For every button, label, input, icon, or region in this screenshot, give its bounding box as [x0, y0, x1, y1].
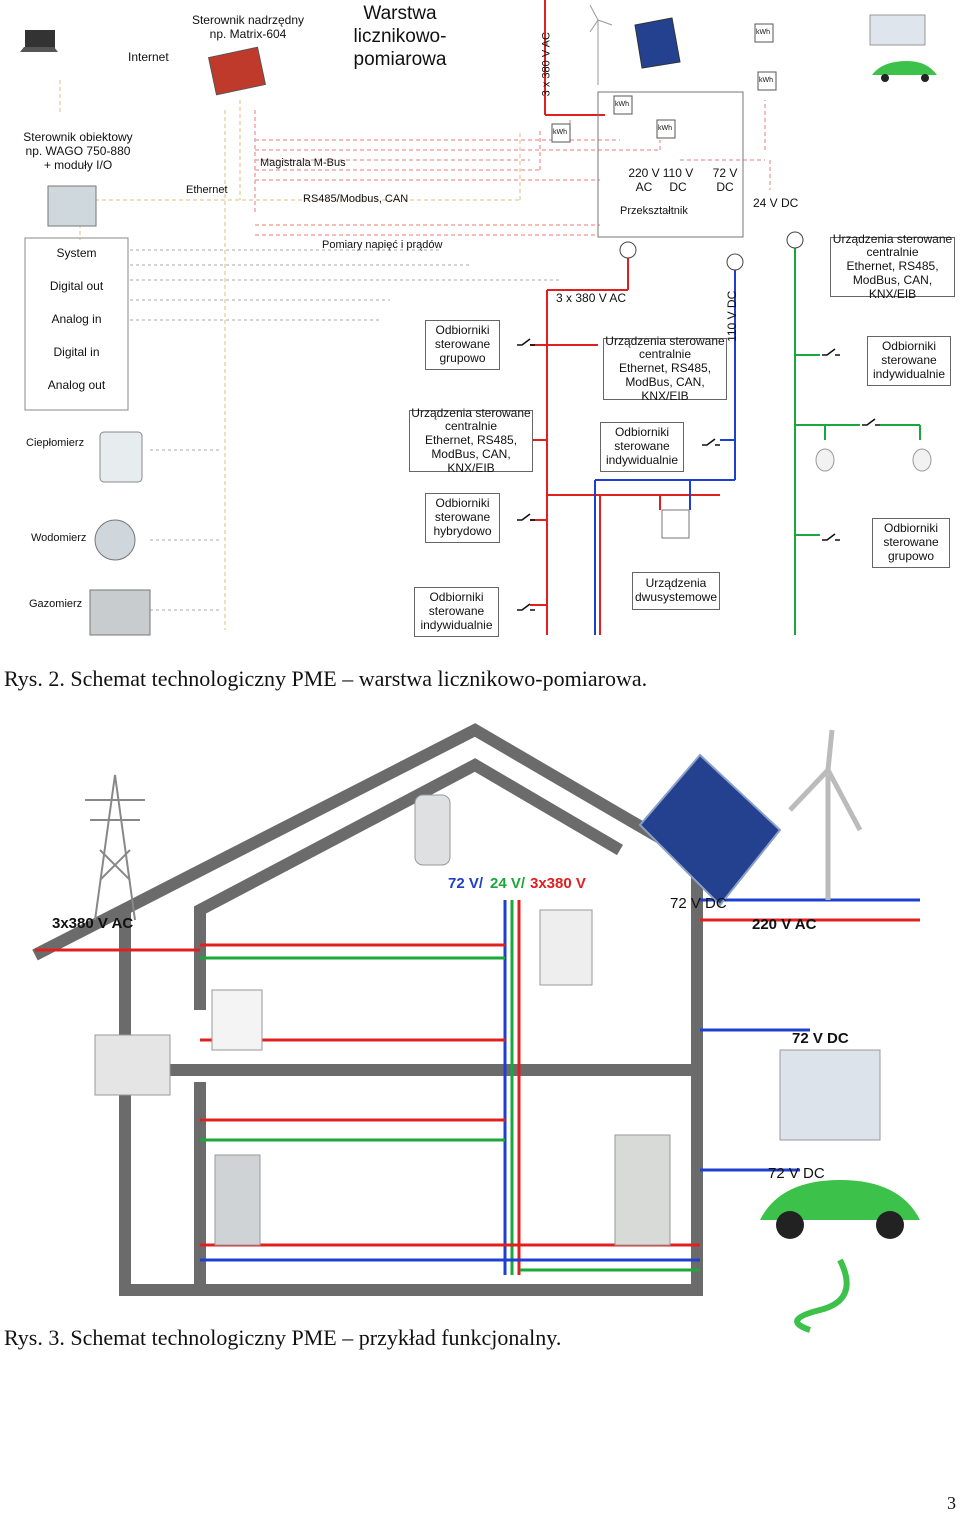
power-lines-blue [594, 270, 736, 635]
io-module-list: System Digital out Analog in Digital in … [25, 238, 128, 410]
electrical-cabinet-icon [614, 1134, 671, 1246]
solar-panel-large-icon [638, 753, 782, 907]
io-digital-out: Digital out [49, 279, 104, 293]
bus-24-label: 24 V/ [490, 875, 526, 892]
mbus-label: Magistrala M-Bus [260, 157, 346, 169]
gas-meter-label: Gazomierz [29, 598, 83, 610]
car-icon [872, 61, 937, 82]
internet-label: Internet [128, 50, 169, 64]
io-analog-out: Analog out [47, 378, 106, 392]
fridge-icon [214, 1154, 261, 1246]
io-analog-in: Analog in [51, 312, 102, 326]
v220-label: 220 V AC [628, 166, 660, 194]
v72-label: 72 V DC [712, 166, 738, 194]
battery-voltage-label: 72 V DC [792, 1030, 849, 1047]
bulb-icons [815, 448, 932, 472]
bus-380-label: 3x380 V [530, 875, 586, 892]
controller-icon [208, 46, 266, 96]
comm-lines-beige [59, 80, 521, 630]
heat-meter-label: Ciepłomierz [26, 437, 85, 449]
power-pylon-icon [85, 774, 145, 921]
house-illustration [32, 723, 920, 1333]
water-meter-label: Wodomierz [31, 532, 87, 544]
v110-label: 110 V DC [662, 166, 694, 194]
io-module-frame [24, 237, 129, 411]
v24-label: 24 V DC [753, 196, 799, 210]
battery-icon [869, 14, 926, 46]
individual-loads-mid-box: Odbiorniki sterowane indywidualnie [600, 422, 684, 472]
v110-vertical-label: 110 V DC [725, 290, 740, 342]
kwh-label-4: kWh [756, 29, 770, 36]
kwh-label-2: kWh [615, 101, 629, 108]
solar-voltage-label: 72 V DC [670, 895, 727, 912]
group-loads-box-1: Odbiorniki sterowane grupowo [425, 320, 500, 370]
ac-outdoor-unit-icon [94, 1034, 171, 1096]
laptop-icon [20, 30, 58, 52]
converter-box [597, 91, 744, 238]
hybrid-loads-box: Odbiorniki sterowane hybrydowo [425, 493, 500, 543]
master-controller-label: Sterownik nadrzędny np. Matrix-604 [191, 13, 305, 41]
kwh-label-5: kWh [759, 77, 773, 84]
measure-points [619, 231, 804, 271]
figure-3-caption: Rys. 3. Schemat technologiczny PME – prz… [4, 1325, 562, 1350]
dual-system-box: Urządzenia dwusystemowe [632, 572, 720, 610]
group-loads-box-2: Odbiorniki sterowane grupowo [872, 518, 950, 568]
io-system: System [56, 246, 97, 260]
central-devices-left-box: Urządzenia sterowane centralnie Ethernet… [409, 406, 533, 475]
gas-heater-icon [539, 909, 593, 986]
wago-module-icon [47, 185, 97, 227]
grid-voltage-label: 3x380 V AC [52, 915, 134, 932]
fig2-wiring [20, 0, 937, 636]
wind-voltage-label: 220 V AC [752, 916, 817, 933]
central-devices-mid-box: Urządzenia sterowane centralnie Ethernet… [603, 334, 727, 403]
wind-turbine-icon [589, 4, 613, 85]
page-number: 3 [947, 1493, 956, 1513]
house-walls [32, 723, 719, 1296]
io-digital-in: Digital in [53, 345, 100, 359]
vertical-380-label: 3 x 380 V AC [540, 32, 553, 97]
measurements-label: Pomiary napięć i prądów [322, 239, 443, 251]
converter-label: Przekształtnik [620, 205, 688, 217]
house-bus-lines [35, 898, 920, 1275]
figure-2-caption: Rys. 2. Schemat technologiczny PME – war… [4, 666, 648, 691]
switch-symbols [517, 338, 880, 611]
wind-turbine-large-icon [788, 729, 863, 900]
individual-loads-right-box: Odbiorniki sterowane indywidualnie [867, 336, 951, 386]
solar-panel-icon [634, 17, 681, 69]
layer-title: Warstwa licznikowo- pomiarowa [353, 3, 447, 70]
car-voltage-label: 72 V DC [768, 1165, 825, 1182]
kwh-label-1: kWh [553, 129, 567, 136]
rs485-label: RS485/Modbus, CAN [303, 193, 409, 205]
three-phase-mid-label: 3 x 380 V AC [556, 291, 627, 305]
gas-meter-icon [89, 589, 151, 636]
object-controller-label: Sterownik obiektowy np. WAGO 750-880 + m… [23, 130, 133, 172]
boiler-icon [414, 794, 451, 866]
kwh-label-3: kWh [658, 125, 672, 132]
power-lines-red [530, 0, 720, 635]
ethernet-label: Ethernet [186, 184, 228, 196]
central-devices-right-box: Urządzenia sterowane centralnie Ethernet… [830, 232, 955, 301]
washing-machine-icon [211, 989, 263, 1051]
power-lines-green [794, 240, 921, 635]
bus-72-label: 72 V/ [448, 875, 484, 892]
heat-meter-icon [99, 431, 143, 483]
battery-rack-icon [779, 1049, 881, 1141]
kwh-meters [551, 23, 777, 143]
water-meter-icon [94, 519, 136, 561]
individual-loads-left-box: Odbiorniki sterowane indywidualnie [414, 587, 499, 637]
electric-car-icon [760, 1180, 920, 1333]
comm-lines-gray [130, 249, 560, 611]
